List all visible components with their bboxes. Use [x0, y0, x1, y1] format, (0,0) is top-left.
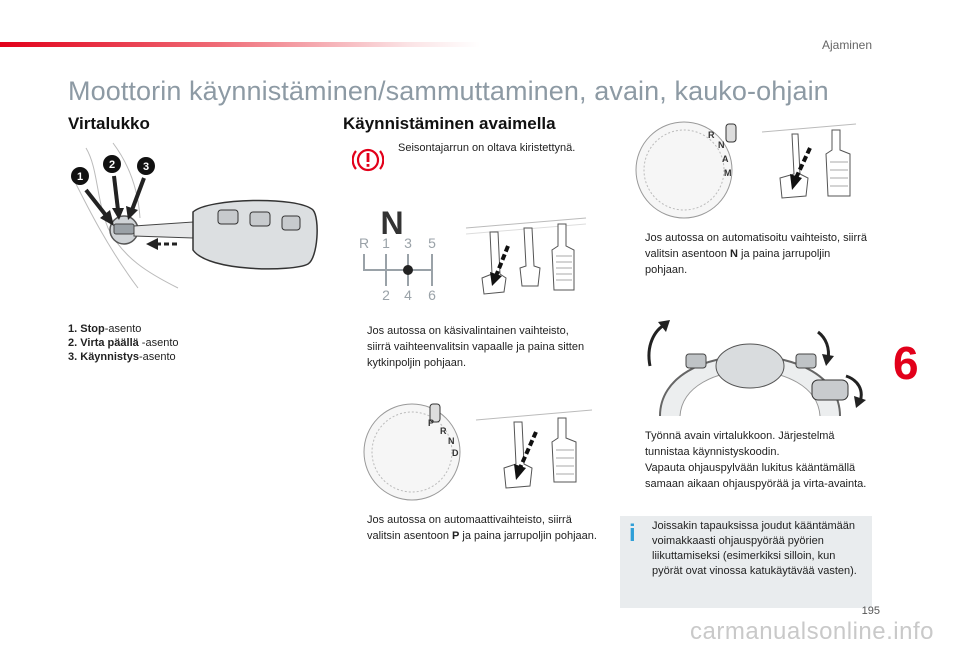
watermark: carmanualsonline.info	[690, 618, 934, 645]
gear-label: 2	[382, 287, 390, 303]
gear-neutral-letter: N	[380, 205, 403, 241]
heading-start-with-key: Käynnistäminen avaimella	[343, 114, 556, 133]
manual-gear-pattern: N R 1 3 5 2 4 6	[359, 205, 436, 303]
section-name: Ajaminen	[821, 38, 872, 52]
callout-2: 2	[103, 155, 121, 173]
gear-label: 4	[404, 287, 412, 303]
legend-item: 2. Virta päällä -asento	[68, 337, 179, 349]
svg-text:2: 2	[109, 159, 115, 171]
selector-letter: N	[718, 140, 725, 150]
insert-key-instruction: Työnnä avain virtalukkoon. Järjestelmä t…	[645, 430, 835, 458]
manual-gearbox-instruction: Jos autossa on käsivalintainen vaihteist…	[367, 325, 585, 369]
page-title: Moottorin käynnistäminen/sammuttaminen, …	[68, 76, 829, 106]
release-steering-lock-instruction: Vapauta ohjauspylvään lukitus kääntämäll…	[645, 462, 867, 490]
ignition-positions-legend: 1. Stop-asento 2. Virta päällä -asento 3…	[68, 322, 179, 364]
selector-letter: P	[428, 418, 434, 428]
page-number: 195	[861, 605, 880, 617]
gear-label: R	[359, 235, 369, 251]
parking-brake-warning-icon	[352, 148, 384, 172]
ignition-key-illustration: 1 2 3	[71, 142, 318, 289]
selector-letter: A	[722, 154, 729, 164]
heading-ignition-switch: Virtalukko	[68, 114, 150, 133]
automated-gearbox-instruction: Jos autossa on automatisoitu vaihteisto,…	[645, 232, 867, 276]
clutch-pedal-illustration	[465, 217, 587, 295]
gear-label: 6	[428, 287, 436, 303]
automated-selector-illustration: R N A M	[635, 121, 857, 219]
selector-letter: R	[708, 130, 715, 140]
steering-wheel-illustration	[647, 320, 866, 417]
info-box: i Joissakin tapauksissa joudut kääntämää…	[620, 516, 872, 608]
selector-letter: R	[440, 426, 447, 436]
selector-letter: M	[724, 168, 732, 178]
header-accent-bar	[0, 42, 480, 47]
chapter-number: 6	[893, 337, 919, 389]
legend-item: 3. Käynnistys-asento	[68, 351, 176, 363]
selector-letter: D	[452, 448, 459, 458]
automatic-gearbox-instruction: Jos autossa on automaattivaihteisto, sii…	[367, 514, 597, 542]
legend-item: 1. Stop-asento	[68, 323, 142, 335]
callout-1: 1	[71, 167, 89, 185]
gear-label: 1	[382, 235, 390, 251]
parking-brake-note: Seisontajarrun on oltava kiristettynä.	[398, 142, 576, 154]
gear-label: 5	[428, 235, 436, 251]
brake-pedal-illustration	[475, 409, 593, 489]
automatic-selector-illustration: P R N D	[363, 403, 461, 501]
svg-text:1: 1	[77, 171, 83, 183]
info-text: Joissakin tapauksissa joudut kääntämään …	[652, 520, 857, 577]
svg-text:3: 3	[143, 161, 149, 173]
callout-3: 3	[137, 157, 155, 175]
selector-letter: N	[448, 436, 455, 446]
gear-label: 3	[404, 235, 412, 251]
info-icon: i	[629, 520, 636, 547]
